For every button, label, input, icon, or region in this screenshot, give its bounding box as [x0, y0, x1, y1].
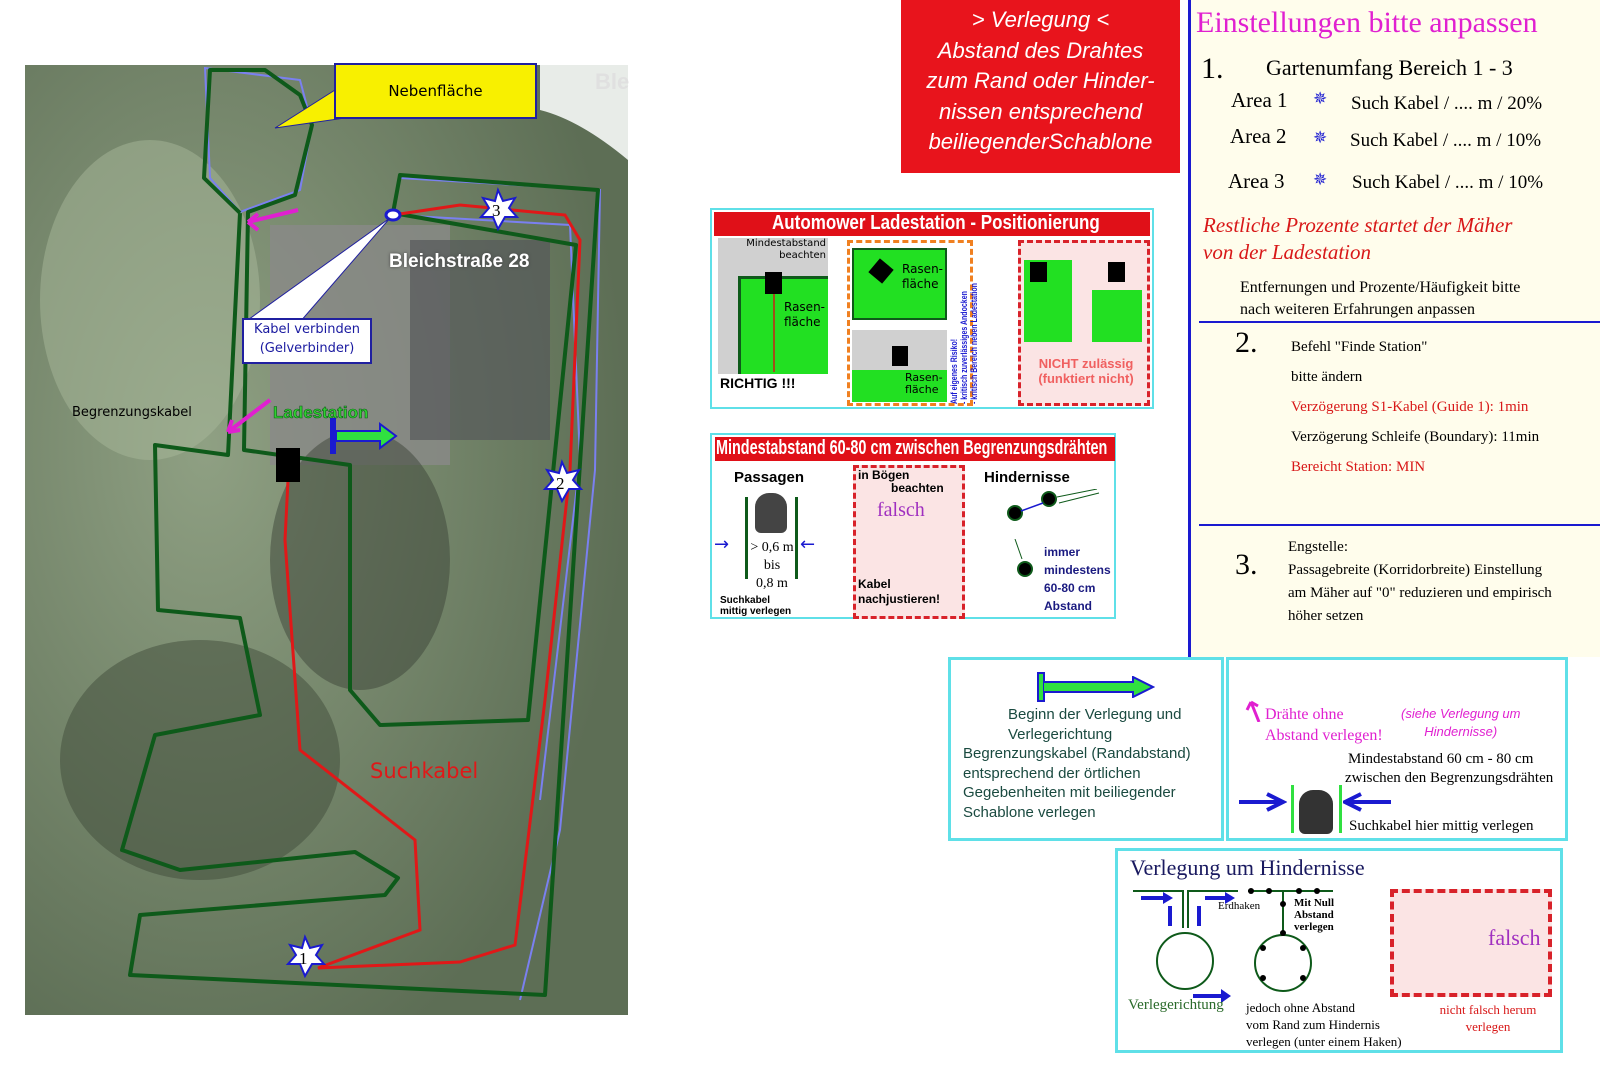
station-icon	[765, 272, 782, 294]
street-label: Ble	[595, 69, 630, 94]
arrow-left-icon: ←	[800, 534, 816, 555]
box-title: Mindestabstand 60-80 cm zwischen Begrenz…	[716, 437, 1108, 459]
star-3-icon	[478, 187, 520, 232]
section-3-number: 3.	[1235, 548, 1258, 581]
divider	[1199, 524, 1600, 526]
charging-station-icon	[276, 448, 300, 482]
mower-icon	[1299, 790, 1333, 834]
section-1-number: 1.	[1201, 52, 1224, 85]
boundary-wire-label: Begrenzungskabel	[72, 405, 192, 420]
area-1-text: Such Kabel / .... m / 20%	[1351, 93, 1543, 114]
divider	[1199, 321, 1600, 323]
connector-icon	[384, 208, 402, 222]
star-1-icon: ✵	[1313, 89, 1328, 108]
obstacle-icon	[1014, 539, 1033, 577]
area-2-text: Such Kabel / .... m / 10%	[1350, 130, 1542, 151]
richtig-label: RICHTIG !!!	[720, 375, 796, 391]
rasen-label: Rasen-fläche	[905, 371, 943, 396]
star-2-icon: ✵	[1313, 128, 1328, 147]
arrow-right-icon	[1043, 676, 1155, 698]
magenta-arrow-icon	[226, 398, 272, 434]
section-3-text: Engstelle:Passagebreite (Korridorbreite)…	[1288, 539, 1552, 624]
hindernisse-heading: Hindernisse	[984, 469, 1070, 486]
ladestation-label: Ladestation	[273, 403, 369, 423]
rasen-label: Rasen-fläche	[902, 262, 943, 291]
settings-panel: Einstellungen bitte anpassen 1. Gartenum…	[1188, 0, 1600, 657]
falsch-label: falsch	[1488, 925, 1541, 950]
rasen-label: Rasen-fläche	[784, 300, 825, 329]
risk-note: Auf eigenes Risiko!- kritisch zuverlässi…	[949, 283, 979, 404]
nicht-zulaessig-label: NICHT zulässig(funktiert nicht)	[1038, 356, 1134, 386]
arrow-right-icon	[1239, 792, 1287, 812]
box-title: Verlegung um Hindernisse	[1130, 855, 1365, 880]
mower-icon	[755, 493, 787, 533]
callout-kabel-verbinden: Kabel verbinden(Gelverbinder)	[242, 318, 372, 364]
arrow-right-icon: →	[714, 534, 730, 555]
station-icon	[892, 346, 908, 366]
falsch-label: falsch	[877, 499, 925, 521]
direction-arrow-icon	[330, 418, 398, 454]
settings-title: Einstellungen bitte anpassen	[1196, 6, 1538, 39]
ladestation-positioning-box: Automower Ladestation - Positionierung M…	[710, 208, 1154, 409]
arrow-left-icon	[1343, 792, 1391, 812]
boundary-wire	[120, 68, 600, 997]
area-1-label: Area 1	[1231, 88, 1288, 112]
magenta-arrow-icon	[1245, 700, 1261, 722]
star-1-label: 1	[299, 949, 308, 968]
suchkabel-note: Suchkabel hier mittig verlegen	[1349, 818, 1534, 834]
star-2-icon	[542, 459, 584, 504]
mindestabstand-box: Mindestabstand 60-80 cm zwischen Begrenz…	[710, 433, 1116, 619]
adjust-note: Entfernungen und Prozente/Häufigkeit bit…	[1240, 279, 1521, 318]
star-3-icon: ✵	[1313, 170, 1328, 189]
area-2-label: Area 2	[1230, 124, 1287, 148]
star-3-label: 3	[492, 201, 501, 220]
area-3-text: Such Kabel / .... m / 10%	[1352, 172, 1544, 193]
guide-wire-label: Suchkabel	[370, 759, 479, 783]
passagen-heading: Passagen	[734, 469, 805, 486]
verlegerichtung-label: Verlegerichtung	[1128, 997, 1224, 1013]
star-1-icon	[285, 934, 327, 979]
garden-map: 1 2 3 Nebenfläche Ble Bleichstraße 28 Ka…	[25, 63, 630, 1015]
erdhaken-label: Erdhaken	[1218, 900, 1261, 912]
section-1-heading: Gartenumfang Bereich 1 - 3	[1266, 55, 1513, 80]
station-icon	[1030, 262, 1047, 282]
station-icon	[1108, 262, 1125, 282]
magenta-arrow-icon	[246, 208, 299, 232]
map-drawing	[25, 65, 628, 1015]
callout-nebenflaeche: Nebenfläche	[334, 63, 537, 119]
hindernisse-box: Verlegung um Hindernisse falsch Erdhaken…	[1115, 848, 1563, 1053]
box-title: Automower Ladestation - Positionierung	[772, 212, 1100, 234]
address-label: Bleichstraße 28	[389, 251, 530, 272]
guide-wire	[283, 203, 582, 970]
area-3-label: Area 3	[1228, 169, 1285, 193]
star-2-label: 2	[556, 474, 565, 493]
section-2-number: 2.	[1235, 326, 1258, 359]
obstacles-icon	[1007, 489, 1100, 521]
